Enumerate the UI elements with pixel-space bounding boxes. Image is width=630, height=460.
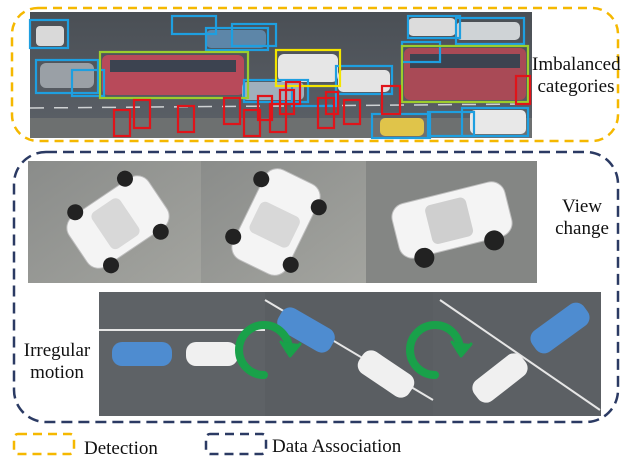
view-change-image-1 <box>28 161 201 283</box>
legend-association-swatch <box>204 432 268 456</box>
detection-image <box>28 12 533 140</box>
rotate-clockwise-icon <box>406 321 473 379</box>
imbalanced-categories-label: Imbalanced categories <box>532 54 621 97</box>
legend-association-label: Data Association <box>272 436 402 457</box>
legend-detection-swatch <box>12 432 76 456</box>
rotate-clockwise-icon <box>235 321 302 379</box>
legend-detection-label: Detection <box>84 438 158 459</box>
detection-frame <box>10 6 620 143</box>
view-change-label: View change <box>555 196 609 239</box>
association-frame <box>12 150 620 424</box>
view-change-image-2 <box>201 161 366 283</box>
view-change-image-3 <box>366 161 537 283</box>
irregular-motion-label: Irregular motion <box>23 340 91 383</box>
irregular-motion-image <box>99 292 601 416</box>
